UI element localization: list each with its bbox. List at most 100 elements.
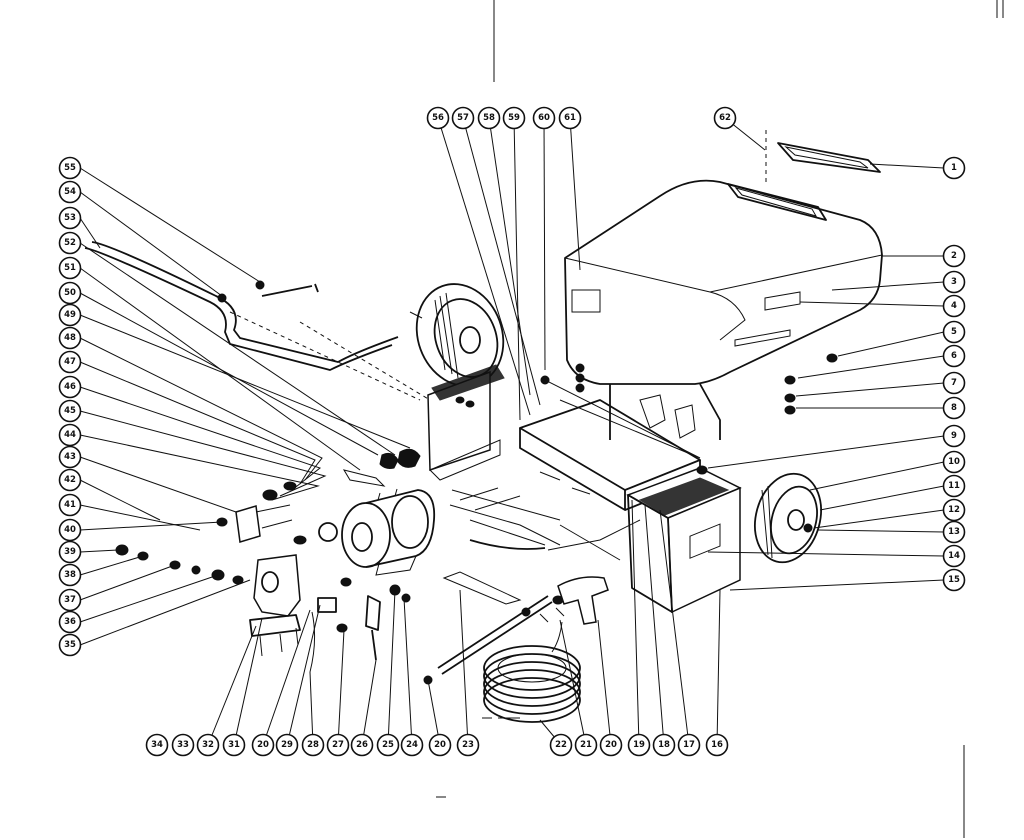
hoses-cables-part [342,469,591,605]
svg-text:40: 40 [64,525,76,535]
svg-text:21: 21 [580,740,592,750]
svg-text:57: 57 [457,113,469,123]
svg-text:49: 49 [64,310,76,320]
callout-24: 24 [400,733,424,757]
callout-27: 27 [326,733,350,757]
svg-text:13: 13 [948,527,960,537]
svg-text:20: 20 [605,740,617,750]
svg-text:47: 47 [64,357,76,367]
callout-35: 35 [58,633,82,657]
callout-15: 15 [942,568,966,592]
callout-16: 16 [705,733,729,757]
callout-48: 48 [58,326,82,350]
callout-32: 32 [196,733,220,757]
callout-7: 7 [942,371,966,395]
callout-53: 53 [58,206,82,230]
callout-62: 62 [713,106,737,130]
svg-text:16: 16 [711,740,723,750]
svg-text:19: 19 [633,740,645,750]
svg-text:59: 59 [508,113,520,123]
callout-52: 52 [58,231,82,255]
callout-29: 29 [275,733,299,757]
motor-part [318,488,436,576]
callout-46: 46 [58,375,82,399]
callout-42: 42 [58,468,82,492]
callout-20-right: 20 [599,733,623,757]
callout-5: 5 [942,320,966,344]
svg-text:4: 4 [951,301,957,311]
svg-text:41: 41 [64,500,76,510]
svg-text:51: 51 [64,263,76,273]
scan-edge-marks [436,0,1004,838]
svg-text:54: 54 [64,187,76,197]
svg-text:23: 23 [462,740,474,750]
callout-10: 10 [942,450,966,474]
callout-54: 54 [58,180,82,204]
svg-text:7: 7 [951,378,957,388]
motor-bracket-part [427,364,505,481]
svg-text:35: 35 [64,640,76,650]
svg-text:17: 17 [683,740,695,750]
callout-40: 40 [58,518,82,542]
svg-text:55: 55 [64,163,76,173]
handle-part [84,241,431,401]
svg-text:58: 58 [483,113,495,123]
callout-22: 22 [549,733,573,757]
svg-text:28: 28 [307,740,319,750]
svg-text:45: 45 [64,406,76,416]
callout-45: 45 [58,399,82,423]
svg-text:34: 34 [151,740,163,750]
callout-57: 57 [451,106,475,130]
svg-text:48: 48 [64,333,76,343]
callout-47: 47 [58,350,82,374]
callout-6: 6 [942,344,966,368]
callout-51: 51 [58,256,82,280]
control-box-part [626,467,742,614]
callout-28: 28 [301,733,325,757]
svg-text:61: 61 [564,113,576,123]
svg-text:42: 42 [64,475,76,485]
right-wheel-part [754,472,822,564]
cover-plate-part [777,142,881,173]
callout-19: 19 [627,733,651,757]
valve-assembly-part [235,504,381,673]
svg-text:20: 20 [434,740,446,750]
callout-43: 43 [58,445,82,469]
callout-36: 36 [58,610,82,634]
hose-coil-part [483,621,581,723]
svg-text:31: 31 [228,740,240,750]
callout-18: 18 [652,733,676,757]
svg-text:8: 8 [951,403,957,413]
handle-opening-part [727,130,827,221]
callout-17: 17 [677,733,701,757]
callout-61: 61 [558,106,582,130]
callout-3: 3 [942,270,966,294]
svg-text:38: 38 [64,570,76,580]
svg-text:62: 62 [719,113,731,123]
parts-drawing [84,130,883,723]
callout-44: 44 [58,423,82,447]
svg-text:18: 18 [658,740,670,750]
svg-text:32: 32 [202,740,214,750]
callout-50: 50 [58,281,82,305]
svg-text:52: 52 [64,238,76,248]
svg-text:1: 1 [951,163,957,173]
svg-text:25: 25 [382,740,394,750]
callout-4: 4 [942,294,966,318]
svg-text:6: 6 [951,351,957,361]
svg-text:44: 44 [64,430,76,440]
svg-text:33: 33 [177,740,189,750]
callout-34: 34 [145,733,169,757]
callout-37: 37 [58,588,82,612]
fittings-part [115,280,838,685]
hood-cover-part [564,179,883,440]
spray-gun-part [437,576,609,675]
callout-38: 38 [58,563,82,587]
callout-20-left: 20 [251,733,275,757]
svg-text:11: 11 [948,481,960,491]
callout-12: 12 [942,498,966,522]
svg-text:60: 60 [538,113,550,123]
callout-60: 60 [532,106,556,130]
callout-59: 59 [502,106,526,130]
